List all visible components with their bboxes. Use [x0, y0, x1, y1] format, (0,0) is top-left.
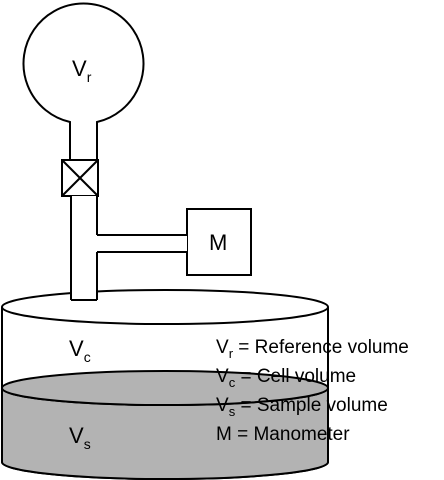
reference-sphere: [22, 2, 145, 161]
legend: Vr = Reference volume Vc = Cell volume V…: [216, 337, 409, 445]
cell: [1, 289, 329, 480]
manometer: [97, 208, 252, 276]
reference-vessel: [22, 2, 145, 161]
legend-item-cell: Vc = Cell volume: [216, 366, 356, 390]
legend-item-reference: Vr = Reference volume: [216, 337, 409, 361]
valve: [61, 159, 99, 197]
cell-volume-label: Vc: [69, 336, 91, 365]
cell-top: [1, 289, 329, 325]
sample-surface: [1, 370, 329, 406]
manometer-box: [186, 208, 252, 276]
pipe-fill: [71, 196, 97, 300]
legend-item-sample: Vs = Sample volume: [216, 395, 388, 419]
legend-item-manometer: M = Manometer: [216, 424, 350, 445]
sample-volume-label: Vs: [69, 423, 91, 452]
reference-volume-label: Vr: [72, 56, 92, 85]
valve-cross-2: [61, 159, 99, 197]
connecting-pipe: [70, 196, 98, 301]
manometer-label: M: [209, 230, 227, 255]
manometer-tube-fill: [97, 235, 187, 252]
